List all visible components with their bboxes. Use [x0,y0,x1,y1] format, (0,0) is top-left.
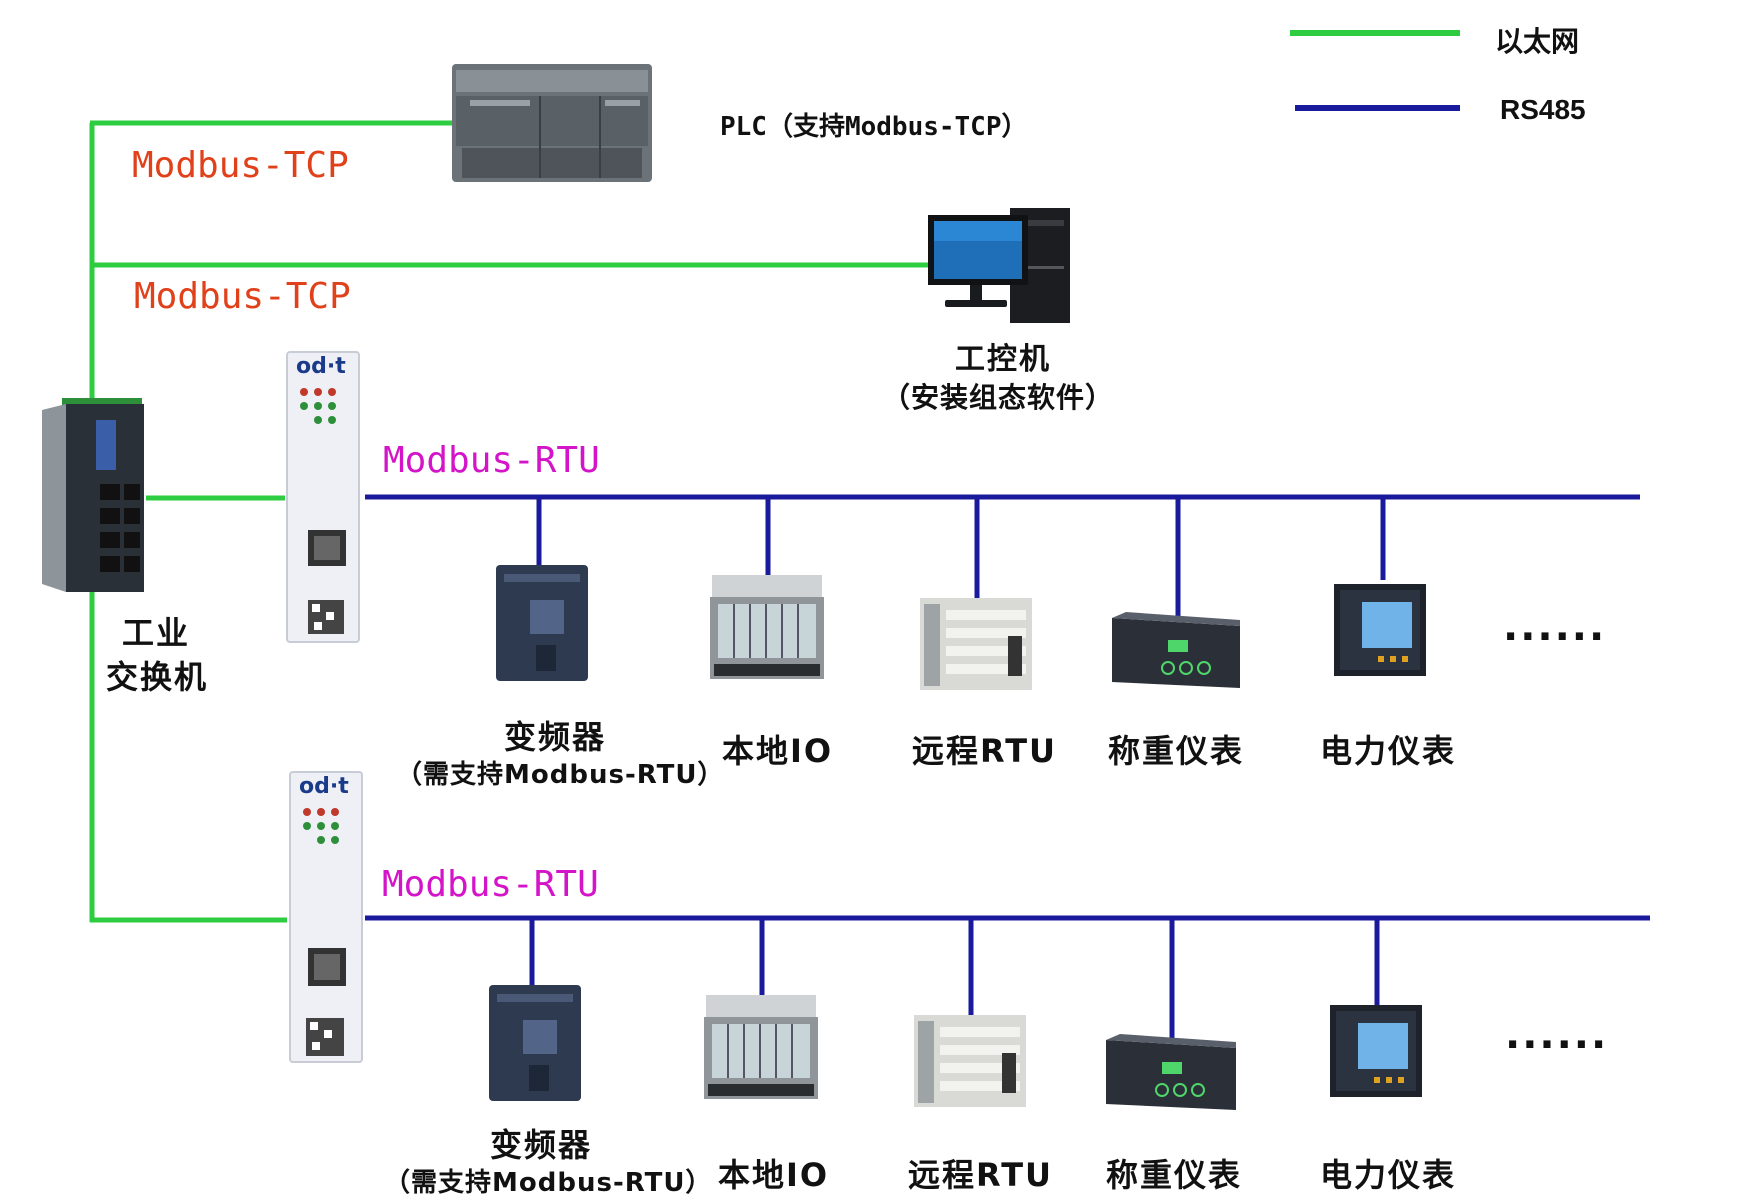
switch-label-line1: 工业 [122,614,191,652]
vfd-device-1 [496,565,588,681]
bus2-weighing-name: 称重仪表 [1106,1156,1243,1194]
industrial-pc [928,208,1070,323]
weighing-meter-device-1 [1112,612,1240,688]
bus1-vfd-note: （需支持Modbus-RTU） [396,760,725,790]
rs485-bus-2 [365,915,1650,1040]
modbus-rtu-label-2: Modbus-RTU [382,864,599,905]
modbus-tcp-label-1: Modbus-TCP [132,145,349,186]
power-meter-device-1 [1334,584,1426,676]
bus2-local-io-name: 本地IO [718,1156,830,1194]
modbus-rtu-label-1: Modbus-RTU [383,440,600,481]
bus1-local-io-name: 本地IO [722,732,834,770]
gateway-1 [286,351,360,643]
bus1-more-indicator: ...... [1503,604,1607,650]
bus2-vfd-note: （需支持Modbus-RTU） [384,1168,713,1198]
industrial-switch [42,398,144,592]
ipc-note: （安装组态软件） [882,381,1115,414]
legend-ethernet-label: 以太网 [1495,25,1580,58]
bus1-vfd-name: 变频器 [504,718,607,756]
legend-rs485-label: RS485 [1500,94,1586,125]
bus2-more-indicator: ...... [1505,1012,1609,1058]
weighing-meter-device-2 [1106,1034,1236,1110]
bus2-vfd-name: 变频器 [490,1126,593,1164]
bus1-weighing-name: 称重仪表 [1108,732,1245,770]
local-io-device-2 [704,995,818,1099]
gateway-2-brand: od·t [299,774,349,799]
rs485-bus-1 [365,494,1640,618]
local-io-device-1 [710,575,824,679]
plc-device [452,64,652,182]
gateway-2 [289,771,363,1063]
bus1-remote-rtu-name: 远程RTU [912,732,1058,770]
switch-label-line2: 交换机 [106,658,209,696]
vfd-device-2 [489,985,581,1101]
power-meter-device-2 [1330,1005,1422,1097]
remote-rtu-device-1 [920,598,1032,690]
remote-rtu-device-2 [914,1015,1026,1107]
ethernet-lines [89,120,928,923]
modbus-tcp-label-2: Modbus-TCP [134,276,351,317]
plc-label: PLC（支持Modbus-TCP） [720,112,1028,142]
bus2-remote-rtu-name: 远程RTU [908,1156,1054,1194]
gateway-1-brand: od·t [296,354,346,379]
bus2-power-name: 电力仪表 [1320,1156,1457,1194]
ipc-name: 工控机 [955,342,1051,377]
bus1-power-name: 电力仪表 [1320,732,1457,770]
